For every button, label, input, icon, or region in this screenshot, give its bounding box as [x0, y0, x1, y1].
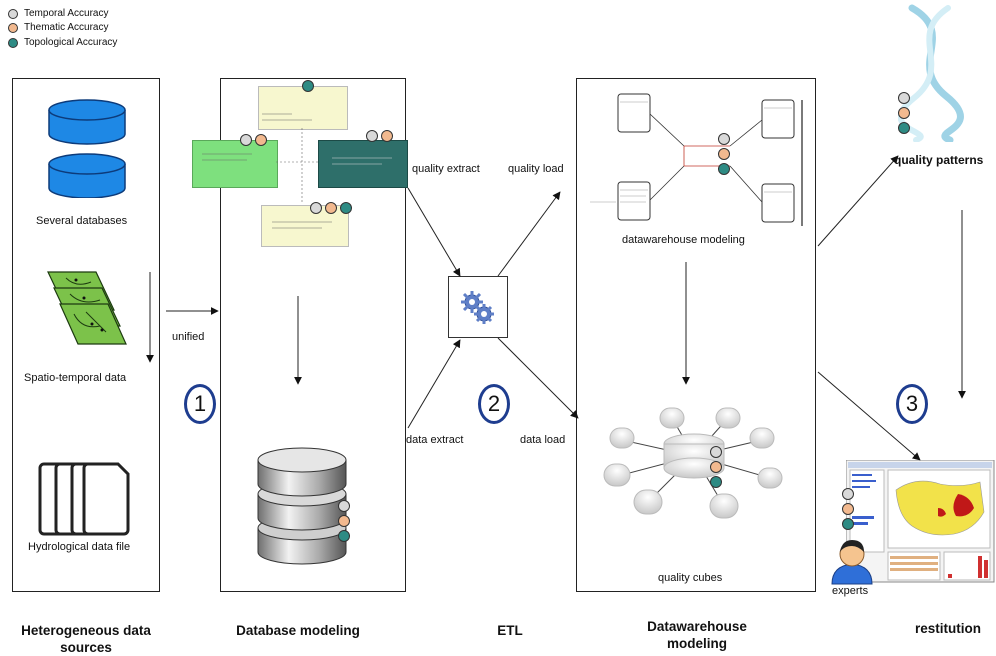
- quality-patterns-label: quality patterns: [894, 153, 984, 167]
- topological-dot-icon: [340, 202, 352, 214]
- topological-dot-icon: [718, 163, 730, 175]
- patterns-quality-dots: [898, 92, 910, 134]
- thematic-dot-icon: [338, 515, 350, 527]
- uml-class-green: [192, 140, 278, 188]
- hydrological-label: Hydrological data file: [28, 541, 131, 553]
- restitution-application-screenshot: [846, 460, 995, 583]
- restitution-quality-dots: [842, 488, 854, 530]
- caption-heterogeneous: Heterogeneous data sources: [21, 623, 151, 655]
- experts-label: experts: [832, 585, 869, 597]
- thematic-dot-icon: [710, 461, 722, 473]
- thematic-dot-icon: [255, 134, 267, 146]
- thematic-dot-icon: [8, 22, 18, 33]
- database-quality-dots: [338, 500, 350, 542]
- quality-cube-icon: [603, 407, 783, 519]
- spatio-temporal-label: Spatio-temporal data: [24, 372, 127, 384]
- star-schema-diagram: [590, 93, 803, 226]
- caption-datawarehouse-modeling: Datawarehouse modeling: [647, 619, 747, 651]
- quality-load-arrow: [497, 191, 561, 277]
- thematic-dot-icon: [718, 148, 730, 160]
- uml-green-quality-dots: [240, 134, 267, 146]
- temporal-dot-icon: [310, 202, 322, 214]
- uml-top-quality-dots: [302, 80, 314, 92]
- hydro-file-stack-icon: [38, 462, 130, 536]
- step-3-badge: 3: [896, 384, 928, 424]
- temporal-dot-icon: [240, 134, 252, 146]
- gears-icon: [461, 291, 494, 324]
- data-extract-arrow: [407, 339, 461, 429]
- topological-dot-icon: [302, 80, 314, 92]
- thematic-dot-icon: [842, 503, 854, 515]
- temporal-dot-icon: [338, 500, 350, 512]
- schema-quality-dots: [718, 133, 730, 175]
- uml-teal-quality-dots: [366, 130, 393, 142]
- temporal-dot-icon: [898, 92, 910, 104]
- database-icon: [48, 99, 126, 198]
- quality-cubes-label: quality cubes: [658, 572, 723, 584]
- quality-extract-arrow: [407, 187, 461, 277]
- datawarehouse-panel: [576, 78, 816, 592]
- uml-bottom-quality-dots: [310, 202, 352, 214]
- quality-patterns-dna-icon: [898, 4, 964, 142]
- topological-dot-icon: [898, 122, 910, 134]
- to-restitution-arrow: [817, 371, 921, 461]
- data-extract-label: data extract: [406, 434, 464, 446]
- data-load-label: data load: [520, 434, 566, 446]
- temporal-dot-icon: [718, 133, 730, 145]
- legend-label: Thematic Accuracy: [24, 22, 109, 33]
- to-patterns-arrow: [817, 155, 899, 247]
- quality-extract-label: quality extract: [412, 163, 480, 175]
- uml-details: [202, 113, 392, 229]
- cube-quality-dots: [710, 446, 722, 488]
- temporal-dot-icon: [8, 8, 18, 19]
- thematic-dot-icon: [381, 130, 393, 142]
- caption-database-modeling: Database modeling: [236, 623, 360, 638]
- etl-process-box: [448, 276, 508, 338]
- legend-topological: Topological Accuracy: [8, 37, 117, 48]
- legend-thematic: Thematic Accuracy: [8, 22, 108, 33]
- datawarehouse-modeling-label: datawarehouse modeling: [622, 234, 745, 246]
- data-load-arrow: [497, 337, 579, 419]
- several-databases-label: Several databases: [36, 215, 128, 227]
- topological-dot-icon: [8, 37, 18, 48]
- temporal-dot-icon: [366, 130, 378, 142]
- temporal-dot-icon: [710, 446, 722, 458]
- temporal-dot-icon: [842, 488, 854, 500]
- topological-dot-icon: [338, 530, 350, 542]
- step-1-badge: 1: [184, 384, 216, 424]
- legend-label: Topological Accuracy: [24, 37, 118, 48]
- spatio-temporal-layers-icon: [47, 271, 127, 345]
- quality-load-label: quality load: [508, 163, 564, 175]
- caption-restitution: restitution: [915, 621, 981, 636]
- thematic-dot-icon: [325, 202, 337, 214]
- topological-dot-icon: [710, 476, 722, 488]
- legend-label: Temporal Accuracy: [24, 8, 109, 19]
- caption-etl: ETL: [497, 623, 523, 638]
- topological-dot-icon: [842, 518, 854, 530]
- step-2-badge: 2: [478, 384, 510, 424]
- unified-label: unified: [172, 331, 205, 343]
- thematic-dot-icon: [898, 107, 910, 119]
- expert-avatar-icon: [831, 540, 873, 585]
- legend-temporal: Temporal Accuracy: [8, 8, 108, 19]
